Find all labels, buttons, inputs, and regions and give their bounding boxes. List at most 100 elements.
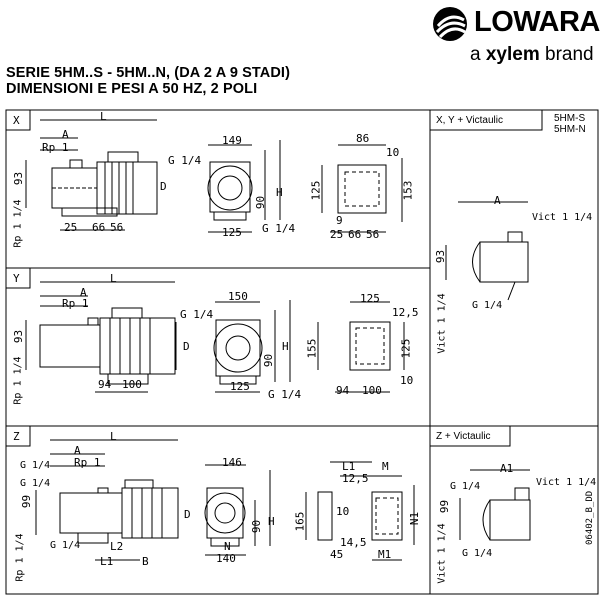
panel-x-base-plan <box>321 144 403 233</box>
dim-label: Vict 1 1/4 <box>436 293 448 354</box>
panel-x-pump-front-view <box>207 140 281 233</box>
lowara-swirl-icon <box>433 7 467 41</box>
document-subtitle: DIMENSIONI E PESI A 50 HZ, 2 POLI <box>6 81 258 97</box>
dim-label: 94 <box>336 384 350 397</box>
dim-label: 99 <box>438 499 452 514</box>
panel-z-pump-side-view <box>35 439 179 561</box>
dim-label: 66 <box>92 221 106 234</box>
dim-label: G 1/4 <box>462 548 493 559</box>
dim-label: L1 <box>100 555 114 568</box>
panel-xyv-label: X, Y + Victaulic <box>436 115 503 126</box>
dim-label: 125 <box>222 226 242 239</box>
dim-label: 125 <box>360 292 380 305</box>
panel-zv-label: Z + Victaulic <box>436 431 491 442</box>
dim-label: Rp 1 1/4 <box>14 533 26 582</box>
dim-label: 99 <box>20 494 34 509</box>
dim-label: 100 <box>362 384 382 397</box>
dim-label: 9 <box>336 214 343 227</box>
dim-label: G 1/4 <box>450 481 481 492</box>
dim-label: 100 <box>122 378 142 391</box>
dim-label: 125 <box>230 380 250 393</box>
dim-label: 125 <box>309 180 323 201</box>
dim-label: 93 <box>434 249 448 264</box>
dim-label: D <box>183 340 190 353</box>
dim-label: G 1/4 <box>262 222 296 235</box>
dim-label: 93 <box>12 329 26 344</box>
dim-label: Vict 1 1/4 <box>436 523 448 584</box>
dim-label: 150 <box>228 290 248 303</box>
drawing-code: 06402_B_DD <box>585 490 595 545</box>
dim-label: Rp 1 1/4 <box>12 199 24 248</box>
dim-label: Vict 1 1/4 <box>532 212 593 223</box>
dim-label: D <box>184 508 191 521</box>
dim-label: 149 <box>222 134 242 147</box>
panel-zv-pump-view <box>459 469 531 541</box>
panel-z-frame <box>5 425 431 595</box>
panel-z-base-plans <box>305 461 415 561</box>
dim-label: 10 <box>400 374 414 387</box>
dim-label: L1 <box>342 460 356 473</box>
dim-label: Rp 1 <box>42 141 69 154</box>
model-label-n: 5HM-N <box>554 124 586 135</box>
dim-label: Rp 1 1/4 <box>12 356 24 405</box>
dim-label: 56 <box>366 228 380 241</box>
dim-label: H <box>268 515 275 528</box>
dim-label: A <box>494 194 501 207</box>
dim-label: 125 <box>399 338 413 359</box>
dim-label: G 1/4 <box>20 460 51 471</box>
dim-label: G 1/4 <box>472 300 503 311</box>
dim-label: 90 <box>250 519 264 534</box>
dim-label: 93 <box>12 171 26 186</box>
dim-label: D <box>160 180 167 193</box>
dim-label: A <box>80 286 87 299</box>
dim-label: 86 <box>356 132 370 145</box>
panel-x-pump-side-view <box>25 119 158 231</box>
dim-label: 90 <box>262 353 276 368</box>
dim-label: A1 <box>500 462 514 475</box>
dim-label: N1 <box>408 511 422 526</box>
dim-label: Rp 1 <box>62 297 89 310</box>
model-label-s: 5HM-S <box>554 113 586 124</box>
dim-label: G 1/4 <box>168 154 202 167</box>
dim-label: L <box>110 272 117 285</box>
dim-label: A <box>62 128 69 141</box>
dim-label: 10 <box>386 146 400 159</box>
dim-label: 155 <box>305 338 319 359</box>
dim-label: L <box>100 110 107 123</box>
dim-label: 140 <box>216 552 236 565</box>
dim-label: G 1/4 <box>268 388 302 401</box>
dim-label: B <box>142 555 149 568</box>
dim-label: Vict 1 1/4 <box>536 477 597 488</box>
dim-label: 66 <box>348 228 362 241</box>
dim-label: H <box>282 340 289 353</box>
dim-label: G 1/4 <box>50 540 81 551</box>
panel-xyv-pump-view <box>445 201 529 301</box>
panel-xyv-frame <box>429 109 599 427</box>
dim-label: G 1/4 <box>20 478 51 489</box>
dim-label: 90 <box>254 195 268 210</box>
dim-label: 56 <box>110 221 124 234</box>
brand-tagline: a xylem brand <box>470 44 594 65</box>
dim-label: 12,5 <box>342 472 369 485</box>
panel-y-base-plan <box>317 301 405 393</box>
dim-label: L2 <box>110 540 124 553</box>
panel-y-label: Y <box>13 272 20 285</box>
dim-label: 94 <box>98 378 112 391</box>
brand-name: LOWARA <box>474 6 600 38</box>
panel-zv-frame <box>429 425 599 595</box>
dim-label: L <box>110 430 117 443</box>
dim-label: 12,5 <box>392 306 419 319</box>
panel-y-pump-front-view <box>213 300 291 393</box>
dim-label: A <box>74 444 81 457</box>
dim-label: 45 <box>330 548 344 561</box>
dim-label: 165 <box>293 511 307 532</box>
lowara-logo: LOWARA a xylem brand <box>430 4 600 68</box>
dim-label: 146 <box>222 456 242 469</box>
dim-label: G 1/4 <box>180 308 214 321</box>
panel-z-label: Z <box>13 430 20 443</box>
panel-z-pump-front-view <box>204 464 271 556</box>
panel-y-pump-side-view <box>25 281 177 393</box>
dim-label: M <box>382 460 389 473</box>
dim-label: 10 <box>336 505 350 518</box>
